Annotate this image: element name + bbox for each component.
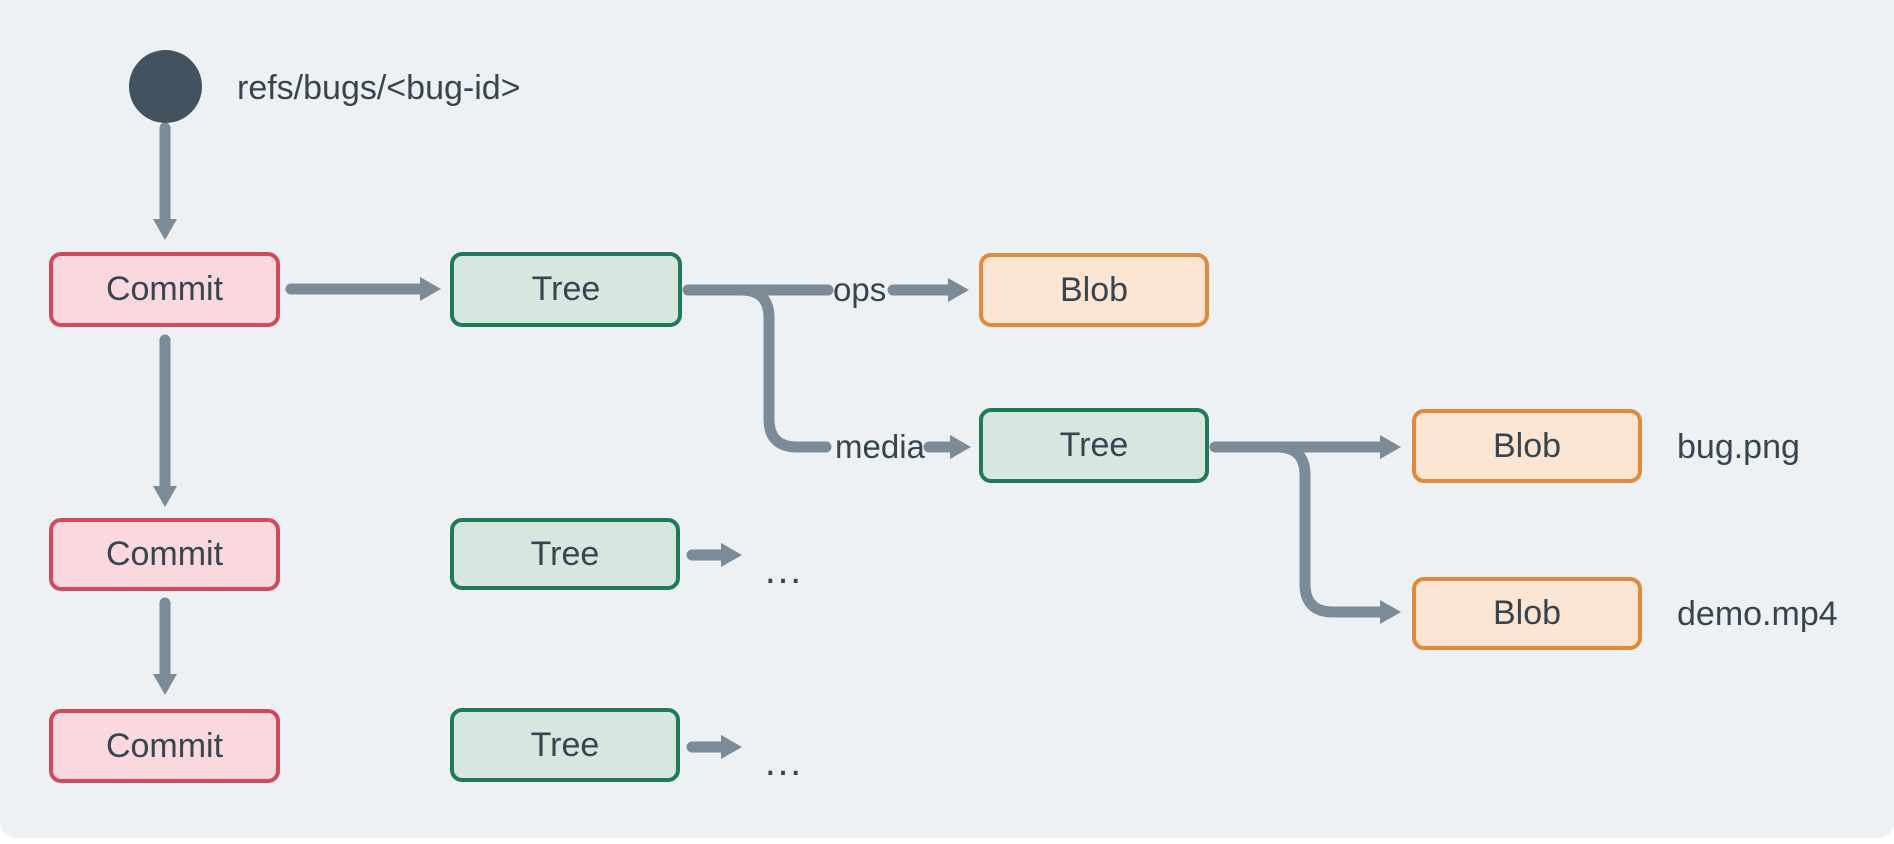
file-label-bug-png: bug.png bbox=[1677, 428, 1800, 466]
node-blob-ops: Blob bbox=[979, 253, 1209, 327]
node-commit-3-label: Commit bbox=[105, 726, 224, 765]
ellipsis-row2: … bbox=[763, 548, 806, 592]
node-tree-row3: Tree bbox=[450, 708, 680, 782]
edge-label-ops: ops bbox=[833, 271, 887, 308]
node-tree-root: Tree bbox=[450, 252, 682, 327]
ref-circle bbox=[129, 50, 202, 123]
node-blob-demo-label: Blob bbox=[1492, 594, 1562, 632]
node-tree-root-label: Tree bbox=[531, 270, 601, 308]
node-commit-2: Commit bbox=[49, 518, 280, 591]
node-commit-3: Commit bbox=[49, 709, 280, 783]
node-blob-bug: Blob bbox=[1412, 409, 1642, 483]
ref-label: refs/bugs/<bug-id> bbox=[237, 69, 521, 107]
node-blob-bug-label: Blob bbox=[1492, 426, 1562, 465]
node-tree-row3-label: Tree bbox=[530, 725, 600, 764]
node-blob-ops-label: Blob bbox=[1059, 270, 1129, 309]
node-commit-2-label: Commit bbox=[105, 535, 224, 573]
node-commit-1-label: Commit bbox=[105, 270, 224, 308]
file-label-demo-mp4: demo.mp4 bbox=[1677, 595, 1838, 633]
node-tree-row2-label: Tree bbox=[530, 534, 600, 573]
edge-tree-root-to-media-label bbox=[694, 284, 832, 453]
node-commit-1: Commit bbox=[49, 252, 280, 327]
node-tree-media: Tree bbox=[979, 408, 1209, 483]
ellipsis-row3: … bbox=[763, 740, 806, 784]
edge-tree-media-to-blob-demo bbox=[1234, 441, 1401, 624]
edge-label-media: media bbox=[835, 428, 925, 465]
node-blob-demo: Blob bbox=[1412, 577, 1642, 650]
node-tree-media-label: Tree bbox=[1059, 426, 1129, 464]
node-tree-row2: Tree bbox=[450, 518, 680, 590]
